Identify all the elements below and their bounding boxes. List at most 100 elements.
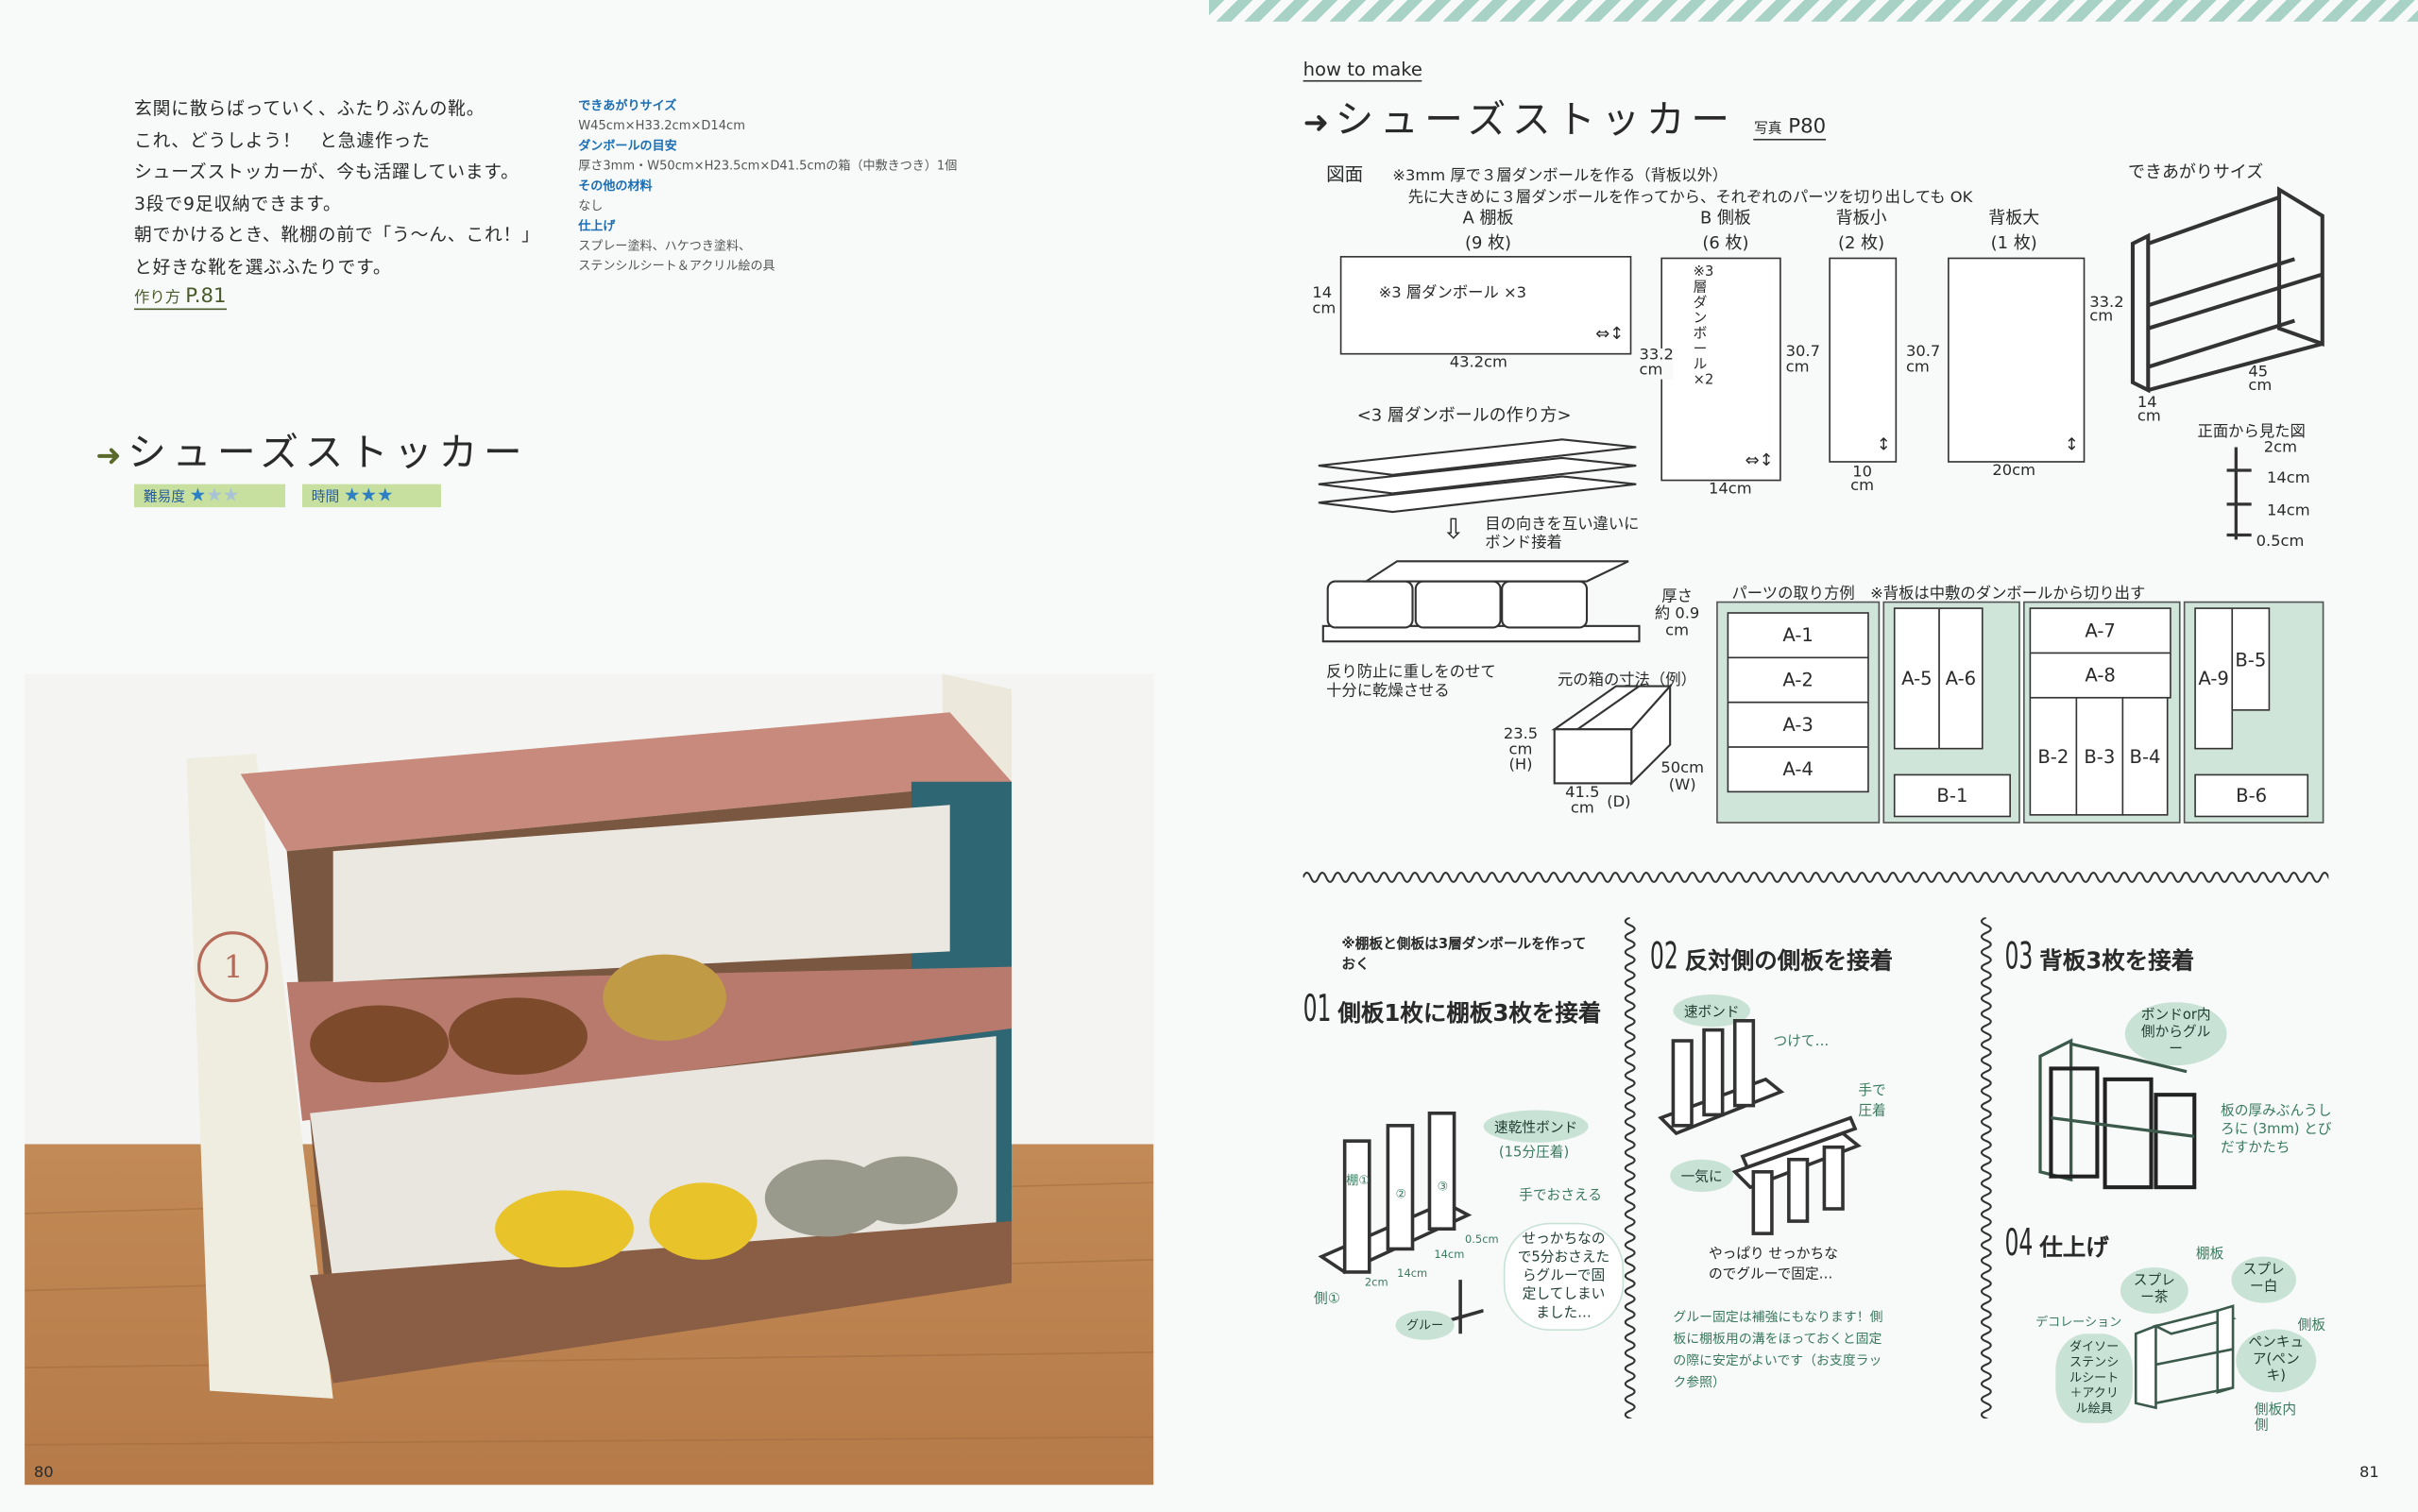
materials-list: できあがりサイズ W45cm×H33.2cm×D14cm ダンボールの目安 厚さ… — [578, 95, 957, 276]
decorative-stripe — [1208, 0, 2418, 22]
step-pre-note: ※棚板と側板は3層ダンボールを作っておく — [1341, 937, 1587, 974]
original-box-diagram — [1551, 683, 1673, 786]
part-inner-note: ※3層ダンボール×2 — [1693, 264, 1714, 389]
layout-piece: B-3 — [2075, 696, 2124, 816]
material-heading: その他の材料 — [578, 178, 653, 194]
dry-line: 反り防止に重しをのせて — [1326, 664, 1496, 682]
handwritten-note: つけて… — [1773, 1034, 1830, 1050]
box-dim-title: 元の箱の寸法（例） — [1557, 671, 1696, 689]
layout-panel: A-7 A-8 B-2 B-3 B-4 — [2023, 601, 2181, 824]
layout-panel: A-5 A-6 B-1 — [1882, 601, 2020, 824]
intro-line: これ、どうしよう！ と急遽作った — [134, 128, 431, 151]
layout-piece: A-6 — [1938, 607, 1984, 750]
dim-label: 14 cm — [2137, 394, 2161, 426]
material-heading: 仕上げ — [578, 218, 616, 233]
part-back-small-header: 背板小(2 枚) — [1831, 205, 1892, 254]
drawing-label: 図面 — [1326, 163, 1364, 185]
wavy-divider-vertical — [1624, 917, 1636, 1419]
layout-panel: A-1 A-2 A-3 A-4 — [1716, 601, 1881, 824]
drawing-note: 先に大きめに３層ダンボールを作ってから、それぞれのパーツを切り出しても OK — [1407, 189, 1973, 207]
dim-label: 20cm — [1992, 462, 2036, 480]
dim-label: 14cm — [1434, 1249, 1465, 1262]
dim-label: 30.7 cm — [1785, 344, 1820, 377]
material-text: なし — [578, 198, 604, 213]
handwritten-note: 棚板 — [2195, 1247, 2224, 1264]
step-number: 04 — [2004, 1221, 2034, 1265]
material-text: W45cm×H33.2cm×D14cm — [578, 118, 745, 133]
grain-arrows-icon: ⇔↕ — [1595, 323, 1625, 345]
handwritten-note: (15分圧着) — [1498, 1146, 1570, 1162]
part-a-shape: ※3 層ダンボール ×3 ⇔↕ — [1339, 256, 1632, 355]
material-text: 厚さ3mm・W50cm×H23.5cm×D41.5cmの箱（中敷きつき）1個 — [578, 159, 958, 173]
dim-label: (D) — [1607, 793, 1631, 811]
material-text: ステンシルシート＆アクリル絵の具 — [578, 259, 775, 273]
layout-piece: B-5 — [2231, 607, 2271, 711]
note-bubble: ボンドor内側からグルー — [2124, 1002, 2227, 1066]
link-label: 作り方 — [134, 289, 181, 307]
handwritten-note: やっぱり せっかちなのでグルーで固定… — [1708, 1247, 1838, 1283]
arrow-right-icon: ➜ — [95, 436, 128, 474]
handwritten-note: 側板 — [2297, 1317, 2326, 1334]
page-number-right: 81 — [2358, 1465, 2379, 1482]
handwritten-note: 側① — [1314, 1292, 1340, 1308]
part-name: 背板小 — [1835, 208, 1887, 229]
part-name: 背板大 — [1988, 208, 2040, 229]
handwritten-note: 側板内側 — [2254, 1402, 2297, 1435]
handwritten-note: 手でおさえる — [1519, 1188, 1602, 1205]
time-badge: 時間 ★★★ — [301, 484, 441, 508]
dim-label: 14cm — [1397, 1267, 1428, 1281]
dim-label: 2cm — [2263, 439, 2298, 457]
laminate-title: <3 層ダンボールの作り方> — [1356, 405, 1572, 426]
laminate-step-line: ボンド接着 — [1485, 535, 1562, 552]
step-02-illustration — [1658, 1019, 1862, 1235]
note-bubble: スプレー茶 — [2120, 1267, 2188, 1315]
step-title: 反対側の側板を接着 — [1684, 946, 1894, 975]
dry-line: 十分に乾燥させる — [1326, 683, 1450, 701]
grain-arrow-icon: ↕ — [2064, 434, 2079, 455]
photo-ref-label: 写真 — [1754, 121, 1782, 138]
instructions-title: ➜シューズストッカー 写真 P80 — [1303, 90, 1827, 145]
star-icon: ★ — [206, 484, 223, 506]
page-title: ➜シューズストッカー — [95, 422, 528, 478]
howto-page-link[interactable]: 作り方 P.81 — [134, 283, 227, 311]
link-page: P.81 — [185, 285, 227, 309]
dim-label: 14cm — [1708, 481, 1752, 499]
photo-ref-page: P80 — [1788, 115, 1827, 139]
step-04-illustration — [2134, 1304, 2237, 1410]
dim-label: 2cm — [1364, 1276, 1388, 1289]
part-count: (6 枚) — [1702, 232, 1749, 253]
note-bubble: ペンキュア(ペンキ) — [2236, 1329, 2317, 1393]
step-number: 01 — [1303, 986, 1332, 1030]
part-b-header: B 側板 (6 枚) — [1694, 205, 1756, 254]
note-bubble: せっかちなので5分おさえたらグルーで固定してしまいました… — [1503, 1222, 1625, 1331]
star-icon: ★ — [189, 484, 207, 506]
finished-size-label: できあがりサイズ — [2128, 161, 2264, 182]
drawing-note: ※3mm 厚で３層ダンボールを作る（背板以外） — [1392, 167, 1728, 185]
star-icon: ★ — [343, 484, 361, 506]
grain-arrow-icon: ↕ — [1876, 434, 1891, 455]
layout-title: パーツの取り方例 — [1731, 586, 1855, 603]
layout-note: ※背板は中敷のダンボールから切り出す — [1870, 586, 2146, 603]
arrow-right-icon: ➜ — [1303, 103, 1336, 141]
note-bubble: スプレー白 — [2231, 1256, 2297, 1303]
dim-label: 33.2 cm — [2089, 294, 2124, 326]
layout-piece: B-1 — [1893, 773, 2011, 818]
intro-line: と好きな靴を選ぶふたりです。 — [134, 255, 392, 278]
intro-line: 玄関に散らばっていく、ふたりぶんの靴。 — [134, 96, 485, 119]
note-bubble: ダイソーステンシルシート＋アクリル絵具 — [2055, 1334, 2133, 1423]
laminate-step-line: 目の向きを互い違いに — [1485, 516, 1640, 534]
handwritten-note: グルー固定は補強にもなります！側板に棚板用の溝をほっておくと固定の際に安定がよい… — [1673, 1310, 1883, 1391]
note-bubble: 一気に — [1670, 1159, 1734, 1193]
part-name: B 側板 — [1699, 208, 1751, 229]
step-title: 背板3枚を接着 — [2039, 946, 2195, 975]
how-to-make-kicker: how to make — [1303, 59, 1422, 82]
dim-label: 41.5 cm — [1565, 785, 1600, 818]
handwritten-note: デコレーション — [2035, 1315, 2122, 1330]
photo-page-link[interactable]: 写真 P80 — [1754, 115, 1827, 141]
dim-label: 45 cm — [2248, 364, 2273, 395]
dim-label: 14cm — [2266, 469, 2310, 487]
handwritten-note: ② — [1395, 1187, 1407, 1201]
